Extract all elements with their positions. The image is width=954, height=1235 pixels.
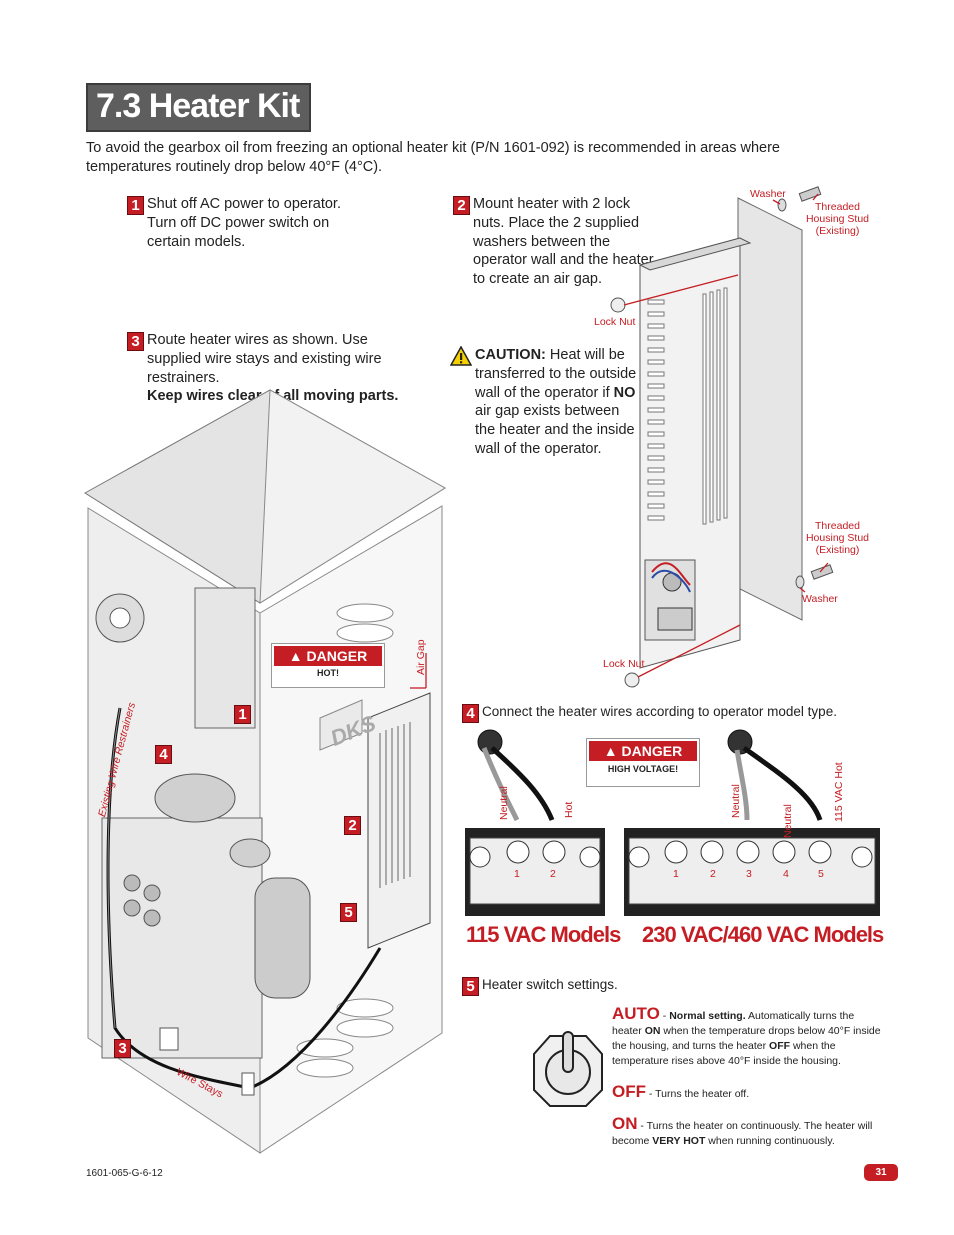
danger-triangle-icon: ▲ [603,743,618,759]
auto-keyword: AUTO [612,1004,660,1023]
auto-emphasis: Normal setting. [669,1010,746,1022]
off-text: - Turns the heater off. [646,1088,750,1100]
terminal-number: 1 [514,868,520,880]
document-number: 1601-065-G-6-12 [86,1168,163,1179]
auto-off: OFF [769,1040,791,1052]
setting-on: ON - Turns the heater on continuously. T… [612,1114,877,1149]
warning-icon [450,346,472,366]
step-3: 3 Route heater wires as shown. Use suppl… [127,332,427,404]
step-5: 5 Heater switch settings. [462,977,762,997]
step-text: Connect the heater wires according to op… [482,704,837,719]
page-number-badge: 31 [864,1164,898,1181]
terminal-number: 3 [746,868,752,880]
threaded-stud-callout: Threaded Housing Stud (Existing) [805,520,870,556]
danger-hot-sign: ▲ DANGER HOT! [271,643,385,688]
setting-auto: AUTO - Normal setting. Automatically tur… [612,1004,881,1067]
step-text: Shut off AC power to operator. Turn off … [147,196,341,250]
off-keyword: OFF [612,1082,646,1101]
washer-callout: Washer [802,593,838,605]
step-number: 5 [462,977,479,996]
diagram-step-marker: 3 [114,1039,131,1058]
lock-nut-callout: Lock Nut [603,658,645,670]
step-number: 1 [127,196,144,215]
air-gap-callout: Air Gap [415,639,427,675]
danger-triangle-icon: ▲ [288,648,303,664]
on-keyword: ON [612,1114,638,1133]
step-number: 2 [453,196,470,215]
danger-message: HOT! [317,668,339,678]
operator-illustration [84,389,446,1154]
diagram-step-marker: 2 [344,816,361,835]
step-text: Heater switch settings. [482,977,618,992]
washer-callout: Washer [750,188,786,200]
model-230-heading: 230 VAC/460 VAC Models [642,922,884,947]
step-text: Route heater wires as shown. Use supplie… [147,332,382,386]
toggle-switch-icon [533,1031,603,1107]
auto-text: Automatically turns the heater [612,1010,855,1037]
heater-illustration [610,186,834,688]
auto-text: when the temperature rises above 40°F in… [612,1040,841,1067]
diagram-step-marker: 1 [234,705,251,724]
terminal-number: 2 [550,868,556,880]
hot-label: Hot [563,801,575,818]
step-1: 1 Shut off AC power to operator. Turn of… [127,196,357,256]
auto-text: when the temperature drops below 40°F in… [612,1025,881,1052]
on-text: - Turns the heater on continuously. The … [612,1120,873,1147]
caution-text: air gap exists between the heater and th… [475,403,635,457]
setting-off: OFF - Turns the heater off. [612,1082,882,1102]
danger-word: DANGER [306,648,368,664]
step-number: 4 [462,704,479,723]
caution-note: CAUTION: Heat will be transferred to the… [450,346,645,459]
caution-label: CAUTION: [475,347,546,363]
on-text: when running continuously. [705,1135,835,1147]
model-115-heading: 115 VAC Models [466,922,621,947]
threaded-stud-callout: Threaded Housing Stud (Existing) [805,201,870,237]
lock-nut-callout: Lock Nut [594,316,636,328]
terminal-number: 4 [783,868,789,880]
diagram-step-marker: 4 [155,745,172,764]
caution-emphasis: NO [613,384,636,401]
danger-word: DANGER [621,743,683,759]
auto-on: ON [644,1025,661,1037]
terminal-number: 2 [710,868,716,880]
page-title: 7.3 Heater Kit [86,83,312,132]
step-number: 3 [127,332,144,351]
diagram-step-marker: 5 [340,903,357,922]
step-text: Mount heater with 2 lock nuts. Place the… [473,196,654,288]
terminal-number: 1 [673,868,679,880]
step-4: 4 Connect the heater wires according to … [462,704,882,724]
terminal-number: 5 [818,868,824,880]
step-2: 2 Mount heater with 2 lock nuts. Place t… [453,196,673,336]
on-emphasis: VERY HOT [652,1135,706,1147]
intro-paragraph: To avoid the gearbox oil from freezing a… [86,140,780,175]
neutral-label: Neutral [782,804,794,838]
hot-115-label: 115 VAC Hot [833,762,845,822]
danger-message: HIGH VOLTAGE! [607,764,679,774]
danger-high-voltage-sign: ▲ DANGER HIGH VOLTAGE! [586,738,700,787]
terminal-wiring-diagram [465,729,880,916]
neutral-label: Neutral [730,784,742,818]
neutral-label: Neutral [498,786,510,820]
caution-text: Heat will be transferred to the outside … [475,347,637,401]
